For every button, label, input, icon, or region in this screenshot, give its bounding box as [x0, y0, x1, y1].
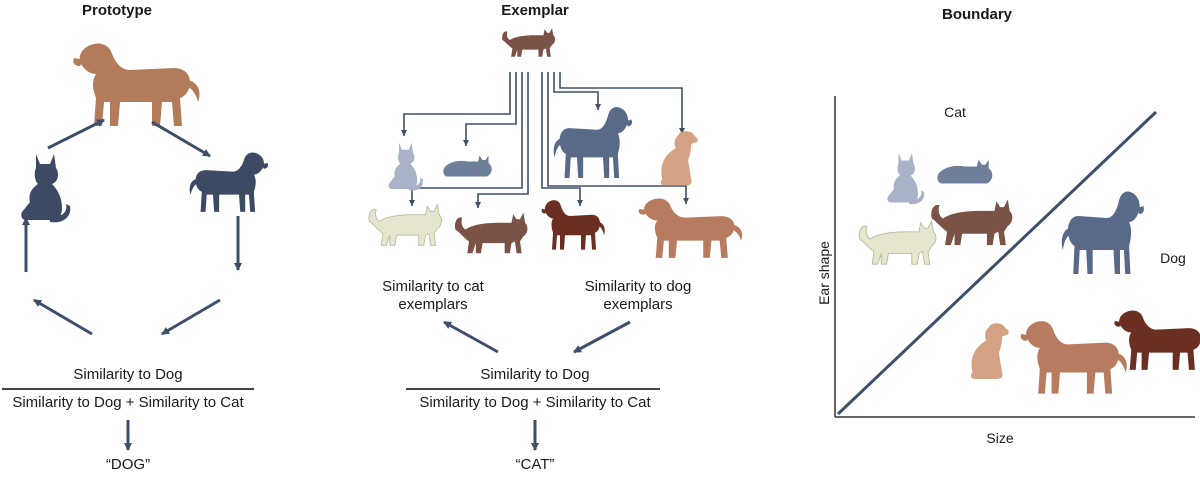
exemplar-chocolate-dog-icon	[541, 200, 605, 250]
prototype-title: Prototype	[81, 2, 153, 19]
boundary-slate-dog-icon	[1061, 191, 1144, 274]
dog-region-label: Dog	[1160, 250, 1186, 266]
prototype-panel	[21, 43, 268, 451]
boundary-golden-dog-icon	[1020, 321, 1127, 394]
exemplar-golden-dog-icon	[638, 198, 743, 258]
exemplar-result: “CAT”	[515, 456, 555, 473]
prototype-result: “DOG”	[105, 456, 151, 473]
exemplar-brown-cat-icon	[454, 212, 528, 254]
prototype-black-dog-icon	[189, 152, 268, 212]
cat-region-label: Cat	[944, 104, 966, 120]
exemplar-probe-cat-icon	[502, 28, 556, 57]
exemplar-fraction-bar	[406, 388, 660, 390]
boundary-title: Boundary	[941, 6, 1013, 23]
decision-boundary-line	[836, 110, 1158, 416]
exemplar-lying-cat-icon	[443, 155, 492, 177]
boundary-lying-cat-icon	[937, 159, 993, 184]
boundary-grey-cat-icon	[887, 153, 925, 205]
exemplar-title: Exemplar	[501, 2, 569, 19]
exemplar-tan-dog-icon	[660, 131, 698, 186]
cat-exemplar-similarity-label: Similarity to cat exemplars	[382, 278, 484, 313]
boundary-tan-dog-icon	[970, 323, 1009, 380]
boundary-cream-cat-icon	[858, 220, 937, 265]
boundary-brown-cat-icon	[931, 199, 1013, 246]
exemplar-cream-cat-icon	[368, 204, 442, 246]
boundary-panel	[834, 96, 1200, 418]
x-axis-label: Size	[986, 430, 1014, 446]
boundary-chocolate-dog-icon	[1114, 310, 1200, 370]
exemplar-panel	[368, 28, 743, 451]
exemplar-grey-cat-icon	[388, 142, 424, 191]
exemplar-numerator: Similarity to Dog	[480, 366, 590, 383]
dog-exemplar-similarity-label: Similarity to dog exemplars	[584, 278, 692, 313]
prototype-cat-icon	[21, 154, 71, 223]
prototype-numerator: Similarity to Dog	[73, 366, 183, 383]
exemplar-slate-dog-icon	[553, 107, 632, 178]
exemplar-denominator: Similarity to Dog + Similarity to Cat	[419, 394, 651, 411]
prototype-denominator: Similarity to Dog + Similarity to Cat	[12, 394, 244, 411]
prototype-fraction-bar	[2, 388, 254, 390]
prototype-dog-icon	[73, 43, 200, 126]
y-axis-label: Ear shape	[816, 241, 832, 305]
